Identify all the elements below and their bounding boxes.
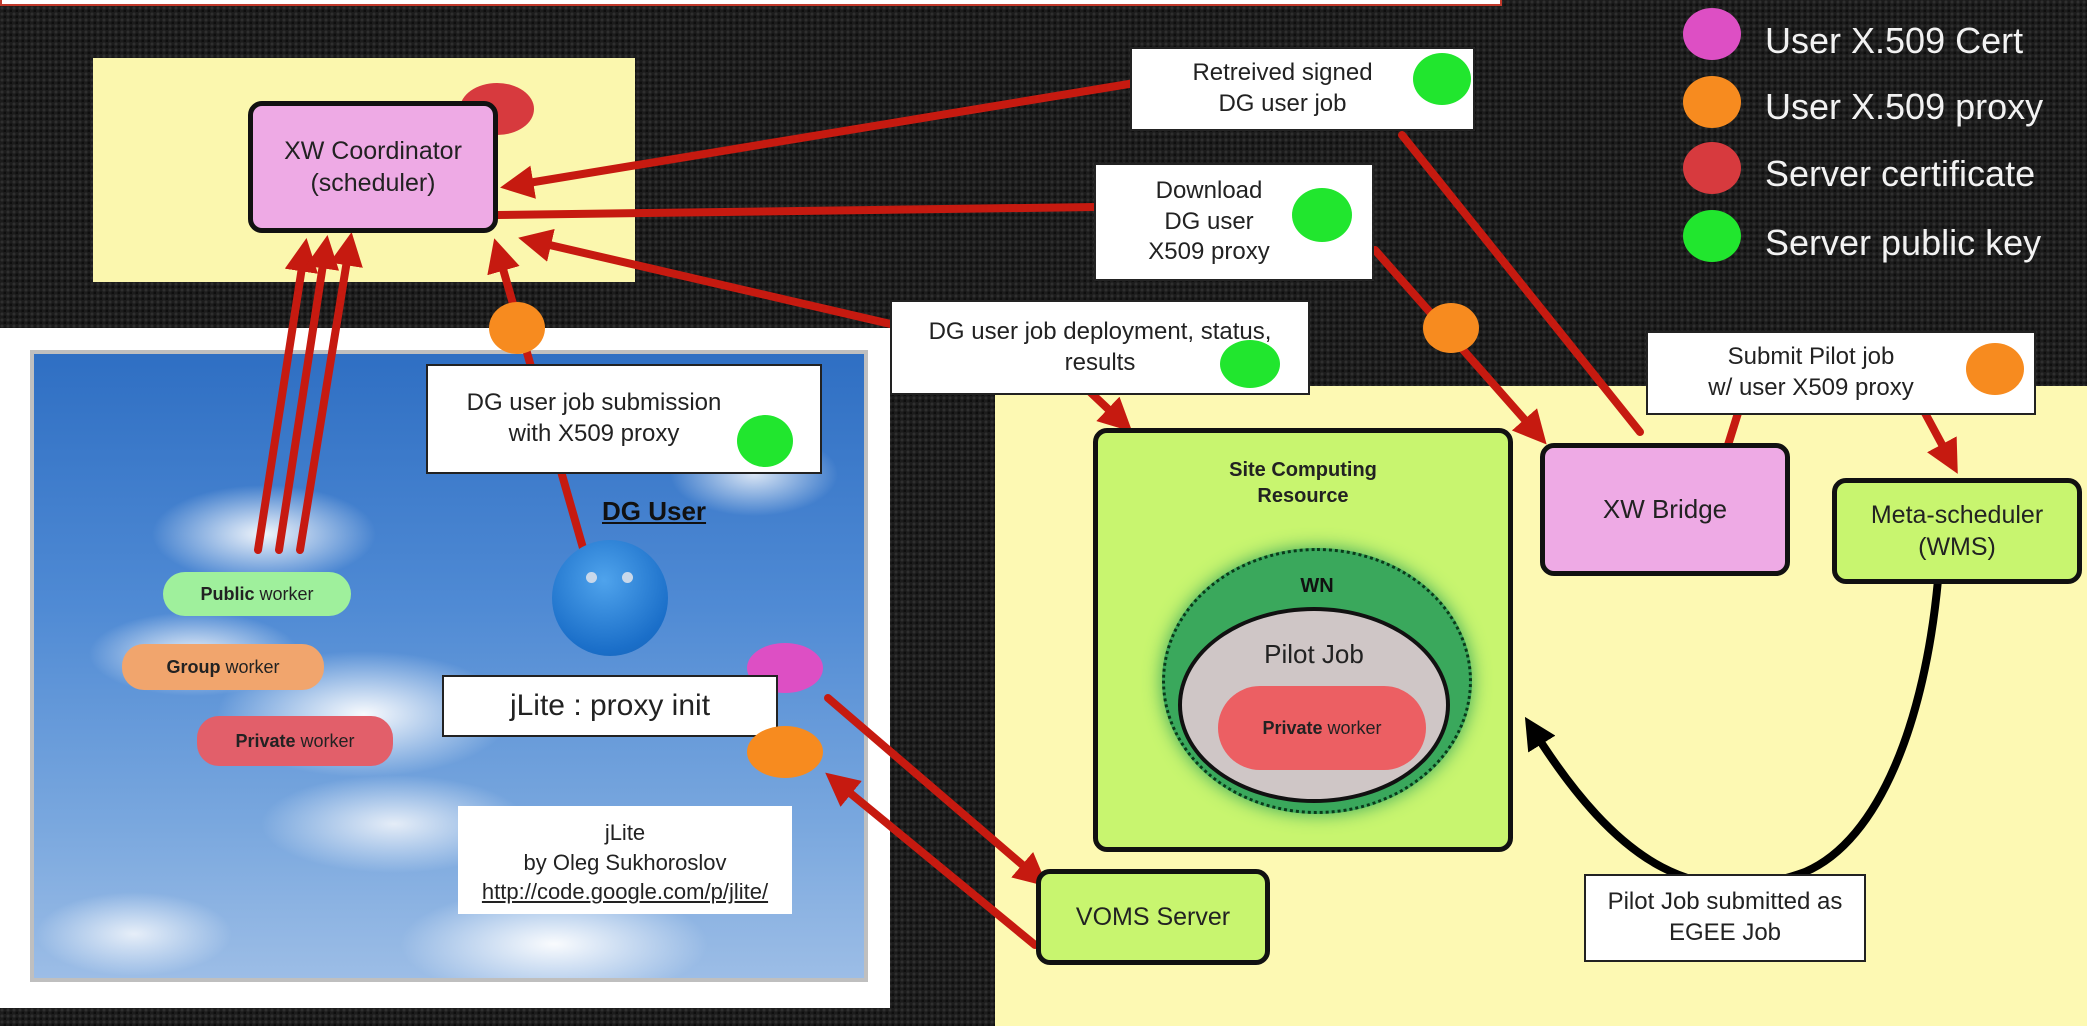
voms-server-label: VOMS Server bbox=[1075, 902, 1231, 931]
dg-user-avatar[interactable] bbox=[552, 540, 668, 656]
jlite-credit-by: by Oleg Sukhoroslov bbox=[523, 849, 727, 875]
jlite-credit: jLite by Oleg Sukhoroslov http://code.go… bbox=[458, 806, 792, 914]
arrow-bridge-to-submit bbox=[1724, 409, 1742, 449]
pilot-job-label: Pilot Job bbox=[1264, 639, 1364, 669]
retreived-job-label: Retreived signed DG user job bbox=[1130, 47, 1475, 131]
server-public-key-legend-icon bbox=[1683, 210, 1741, 262]
xw-bridge-label: XW Bridge bbox=[1602, 493, 1728, 524]
arrow-submit-to-meta bbox=[1921, 409, 1958, 474]
arrow-voms-to-jlite bbox=[825, 772, 1039, 949]
legend-label: Server certificate bbox=[1765, 153, 2036, 194]
arrow-deployment-to-coordinator bbox=[518, 228, 899, 329]
public-worker: Public worker bbox=[163, 572, 351, 616]
voms-server-node[interactable]: VOMS Server bbox=[1036, 869, 1270, 965]
pilot-submitted-label: Pilot Job submitted as EGEE Job bbox=[1584, 874, 1866, 962]
user-proxy-dot bbox=[1966, 343, 2024, 395]
server-public-key-dot bbox=[1413, 53, 1471, 105]
user-proxy-legend-icon bbox=[1683, 76, 1741, 128]
arrow-public-1 bbox=[254, 238, 318, 554]
server-public-key-dot bbox=[1292, 188, 1352, 242]
user-cert-legend-icon bbox=[1683, 8, 1741, 60]
group-worker: Group worker bbox=[122, 644, 324, 690]
legend-label: User X.509 proxy bbox=[1765, 86, 2044, 127]
dg-user-title: DG User bbox=[602, 496, 707, 526]
xw-bridge-node[interactable]: XW Bridge bbox=[1540, 443, 1790, 576]
meta-scheduler-label: Meta-scheduler (WMS) bbox=[1870, 500, 2044, 562]
arrow-bridge-to-retreived bbox=[1398, 131, 1644, 436]
user-proxy-dot bbox=[489, 302, 545, 354]
user-proxy-dot bbox=[1423, 303, 1479, 353]
server-public-key-dot bbox=[737, 415, 793, 467]
arrow-meta-to-site bbox=[1524, 579, 1942, 890]
meta-scheduler-node[interactable]: Meta-scheduler (WMS) bbox=[1832, 478, 2082, 584]
jlite-credit-link[interactable]: http://code.google.com/p/jlite/ bbox=[481, 879, 769, 905]
xw-coordinator-label: XW Coordinator (scheduler) bbox=[284, 136, 462, 198]
server-public-key-dot bbox=[1220, 340, 1280, 388]
private-worker-site: Private worker bbox=[1218, 686, 1426, 770]
top-banner bbox=[0, 0, 1502, 6]
arrow-public-3 bbox=[296, 232, 363, 554]
legend-label: User X.509 Cert bbox=[1765, 20, 2024, 61]
jlite-proxy-init-label: jLite : proxy init bbox=[442, 675, 778, 737]
private-worker: Private worker bbox=[197, 716, 393, 766]
jlite-credit-name: jLite bbox=[604, 820, 646, 845]
site-computing-label: Site Computing Resource bbox=[1229, 459, 1377, 507]
user-proxy-dot bbox=[747, 726, 823, 778]
arrow-jlite-to-voms bbox=[824, 694, 1048, 887]
arrow-coordinator-to-download bbox=[494, 203, 1100, 219]
server-certificate-legend-icon bbox=[1683, 142, 1741, 194]
arrow-retreived-to-coordinator bbox=[500, 79, 1139, 199]
legend-label: Server public key bbox=[1765, 222, 2042, 263]
xw-coordinator-node[interactable]: XW Coordinator (scheduler) bbox=[248, 101, 498, 233]
wn-label: WN bbox=[1300, 575, 1334, 597]
arrow-deployment-to-site bbox=[1084, 386, 1133, 432]
arrow-public-2 bbox=[275, 235, 340, 554]
